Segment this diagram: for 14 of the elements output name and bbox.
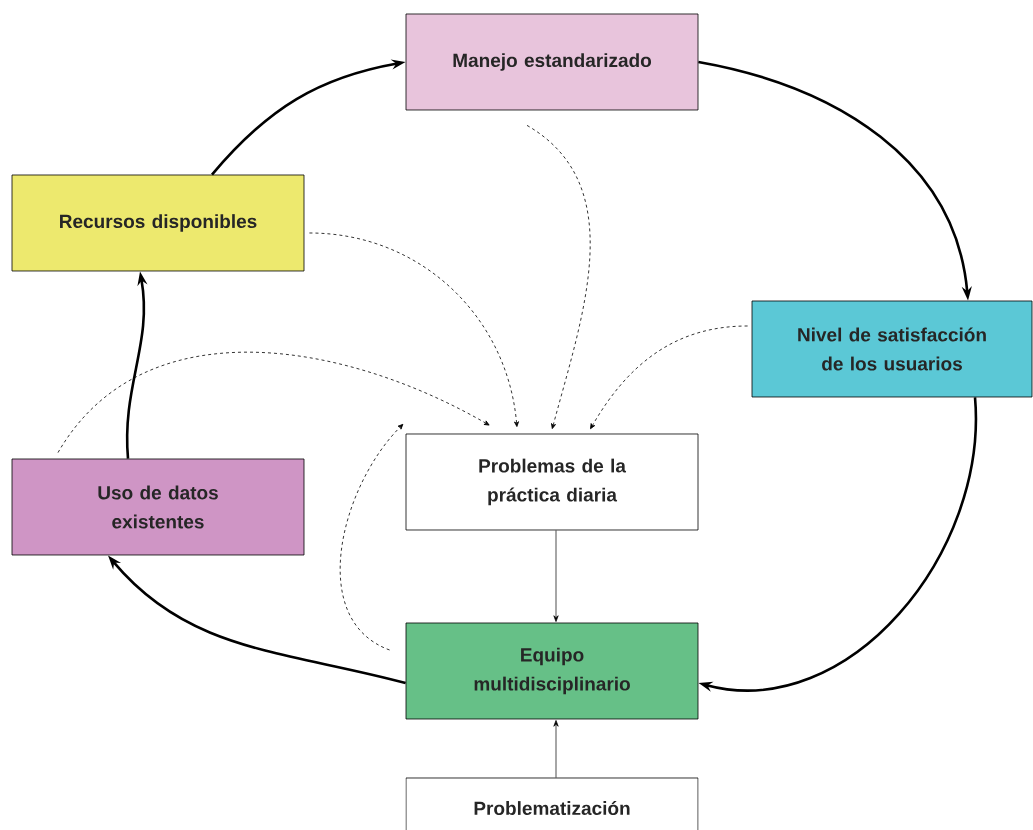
process-box: Nivel de satisfacción de los usuarios [751, 300, 1033, 398]
arrow [553, 530, 559, 622]
process-box: Uso de datos existentes [11, 458, 305, 556]
arrow [590, 325, 748, 430]
arrow [57, 351, 490, 453]
process-box: Equipo multidisciplinario [405, 622, 699, 720]
arrow [526, 125, 591, 429]
arrow [309, 232, 519, 427]
process-box: Problematización [405, 777, 699, 830]
process-box: Manejo estandarizado [405, 13, 699, 111]
arrow [339, 423, 404, 651]
process-box: Recursos disponibles [11, 174, 305, 272]
arrow [553, 720, 559, 778]
process-box: Problemas de la práctica diaria [405, 433, 699, 531]
